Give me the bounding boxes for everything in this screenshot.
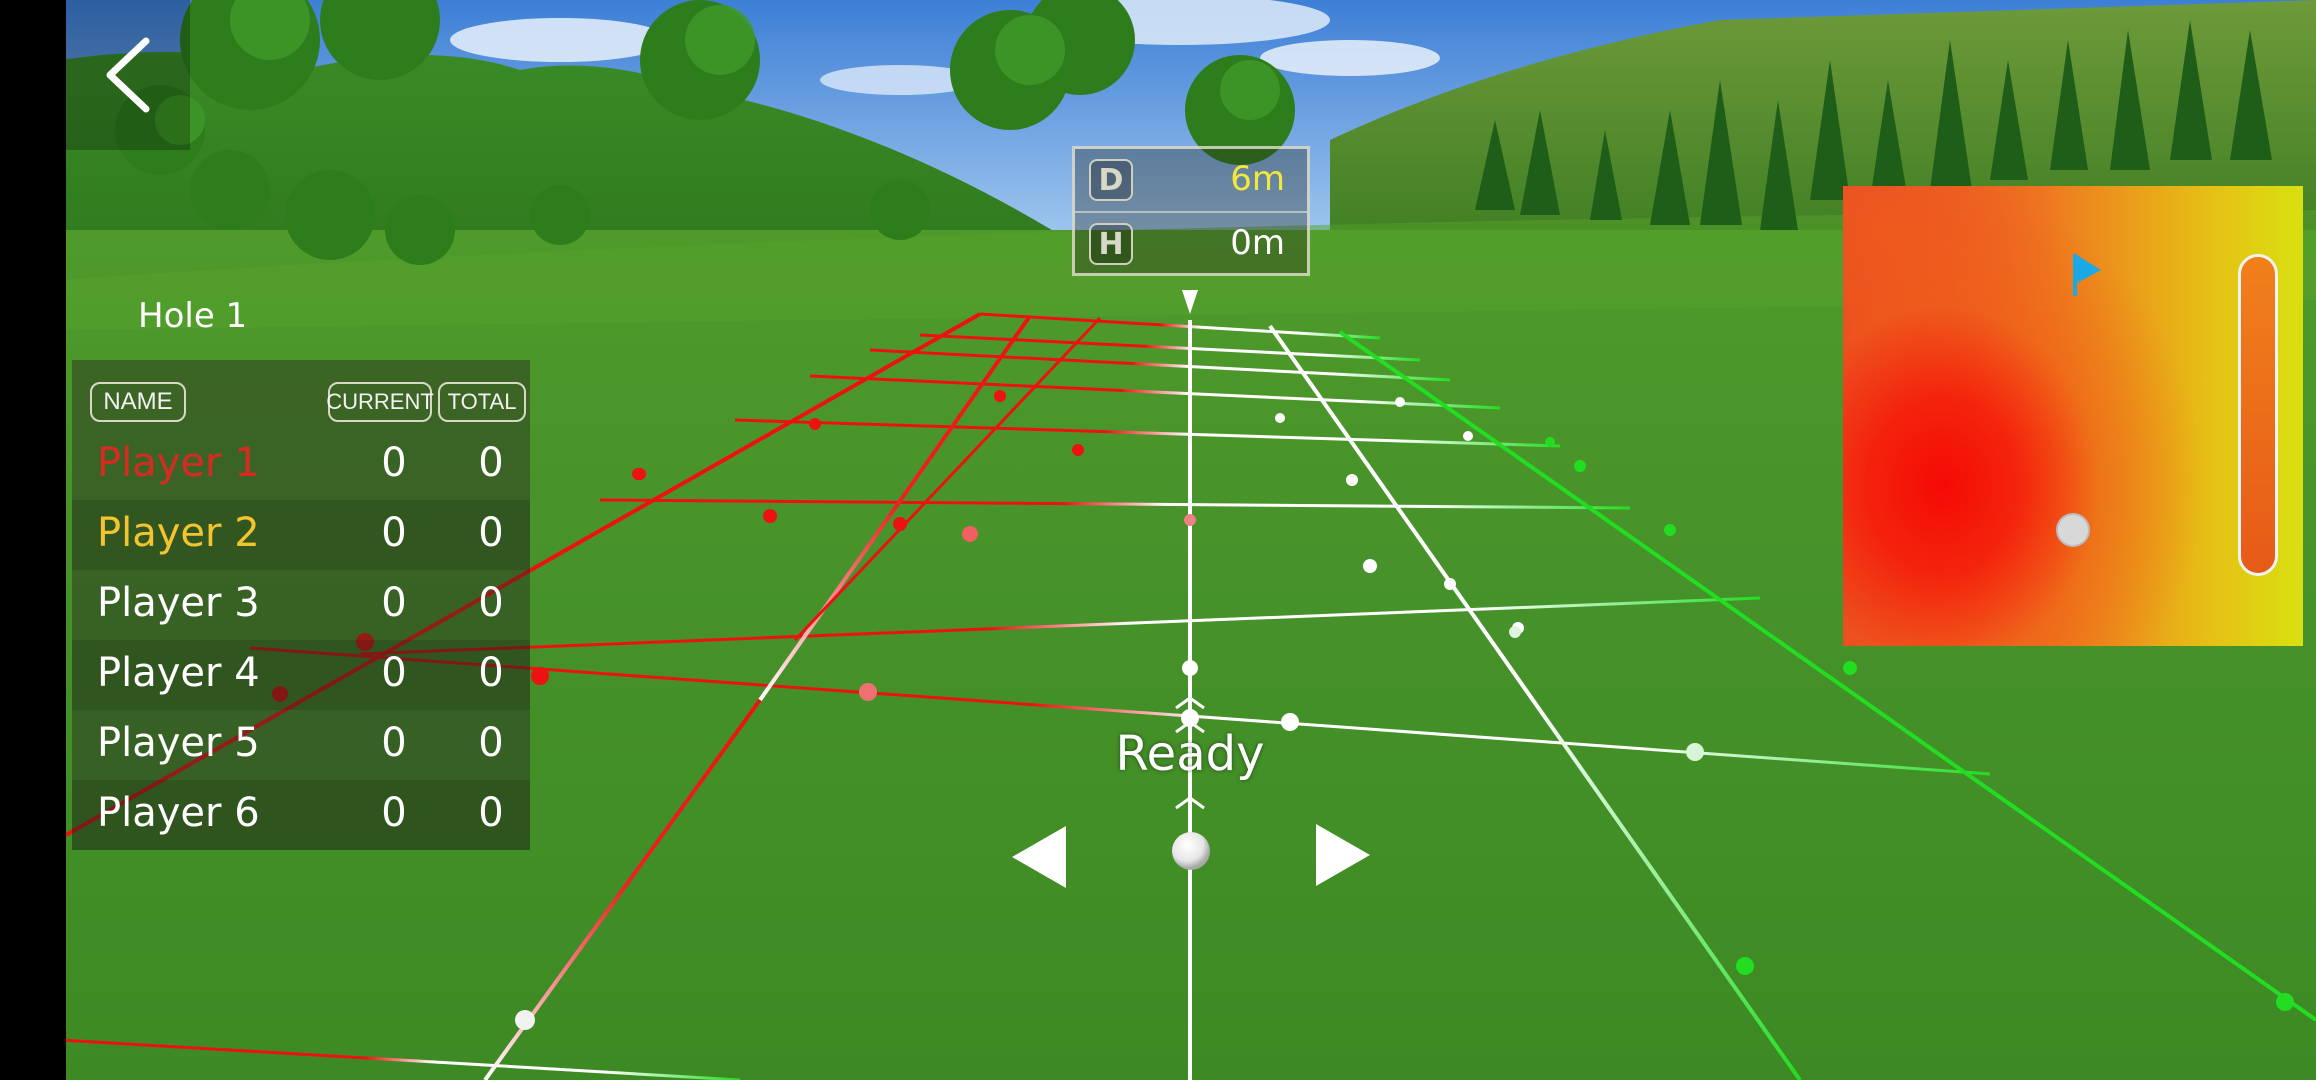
- triangle-right-icon[interactable]: [1314, 822, 1374, 888]
- player-name: Player 2: [97, 510, 260, 556]
- header-current: CURRENT: [326, 382, 434, 422]
- distance-row: D 6m: [1075, 149, 1307, 211]
- height-row: H 0m: [1075, 213, 1307, 275]
- player-row: Player 3 0 0: [72, 570, 530, 640]
- header-total: TOTAL: [438, 382, 526, 422]
- player-row: Player 2 0 0: [72, 500, 530, 570]
- player-name: Player 5: [97, 720, 260, 766]
- player-row: Player 6 0 0: [72, 780, 530, 850]
- player-row: Player 5 0 0: [72, 710, 530, 780]
- player-row: Player 1 0 0: [72, 430, 530, 500]
- player-total-score: 0: [478, 650, 504, 696]
- player-total-score: 0: [478, 790, 504, 836]
- chevron-left-icon: [106, 37, 150, 113]
- golf-ball-icon: [1172, 832, 1210, 870]
- distance-value: 6m: [1230, 159, 1285, 199]
- player-total-score: 0: [478, 510, 504, 556]
- player-name: Player 4: [97, 650, 260, 696]
- distance-key: D: [1089, 159, 1133, 201]
- back-button[interactable]: [66, 0, 190, 150]
- hole-title: Hole 1: [138, 296, 248, 336]
- zoom-slider[interactable]: [2238, 254, 2278, 576]
- height-value: 0m: [1230, 223, 1285, 263]
- scoreboard: NAME CURRENT TOTAL Player 1 0 0 Player 2…: [72, 360, 530, 850]
- flag-icon: [2073, 254, 2101, 296]
- aim-marker-icon: [1182, 290, 1198, 314]
- player-current-score: 0: [381, 510, 407, 556]
- readout-divider: [1075, 211, 1307, 213]
- power-chevrons: [1175, 696, 1205, 810]
- player-current-score: 0: [381, 720, 407, 766]
- player-name: Player 1: [97, 440, 260, 486]
- header-name: NAME: [90, 382, 186, 422]
- left-edge-bar: [0, 0, 66, 1080]
- height-key: H: [1089, 223, 1133, 265]
- player-current-score: 0: [381, 440, 407, 486]
- player-current-score: 0: [381, 790, 407, 836]
- player-total-score: 0: [478, 720, 504, 766]
- player-total-score: 0: [478, 440, 504, 486]
- player-name: Player 3: [97, 580, 260, 626]
- player-total-score: 0: [478, 580, 504, 626]
- status-text: Ready: [1115, 726, 1265, 782]
- player-current-score: 0: [381, 580, 407, 626]
- triangle-left-icon[interactable]: [1008, 824, 1070, 890]
- player-name: Player 6: [97, 790, 260, 836]
- slope-minimap[interactable]: [1843, 186, 2303, 646]
- player-current-score: 0: [381, 650, 407, 696]
- distance-height-readout: D 6m H 0m: [1072, 146, 1310, 276]
- player-row: Player 4 0 0: [72, 640, 530, 710]
- grid-markers: [272, 390, 2294, 1030]
- ball-marker-icon: [2056, 513, 2090, 547]
